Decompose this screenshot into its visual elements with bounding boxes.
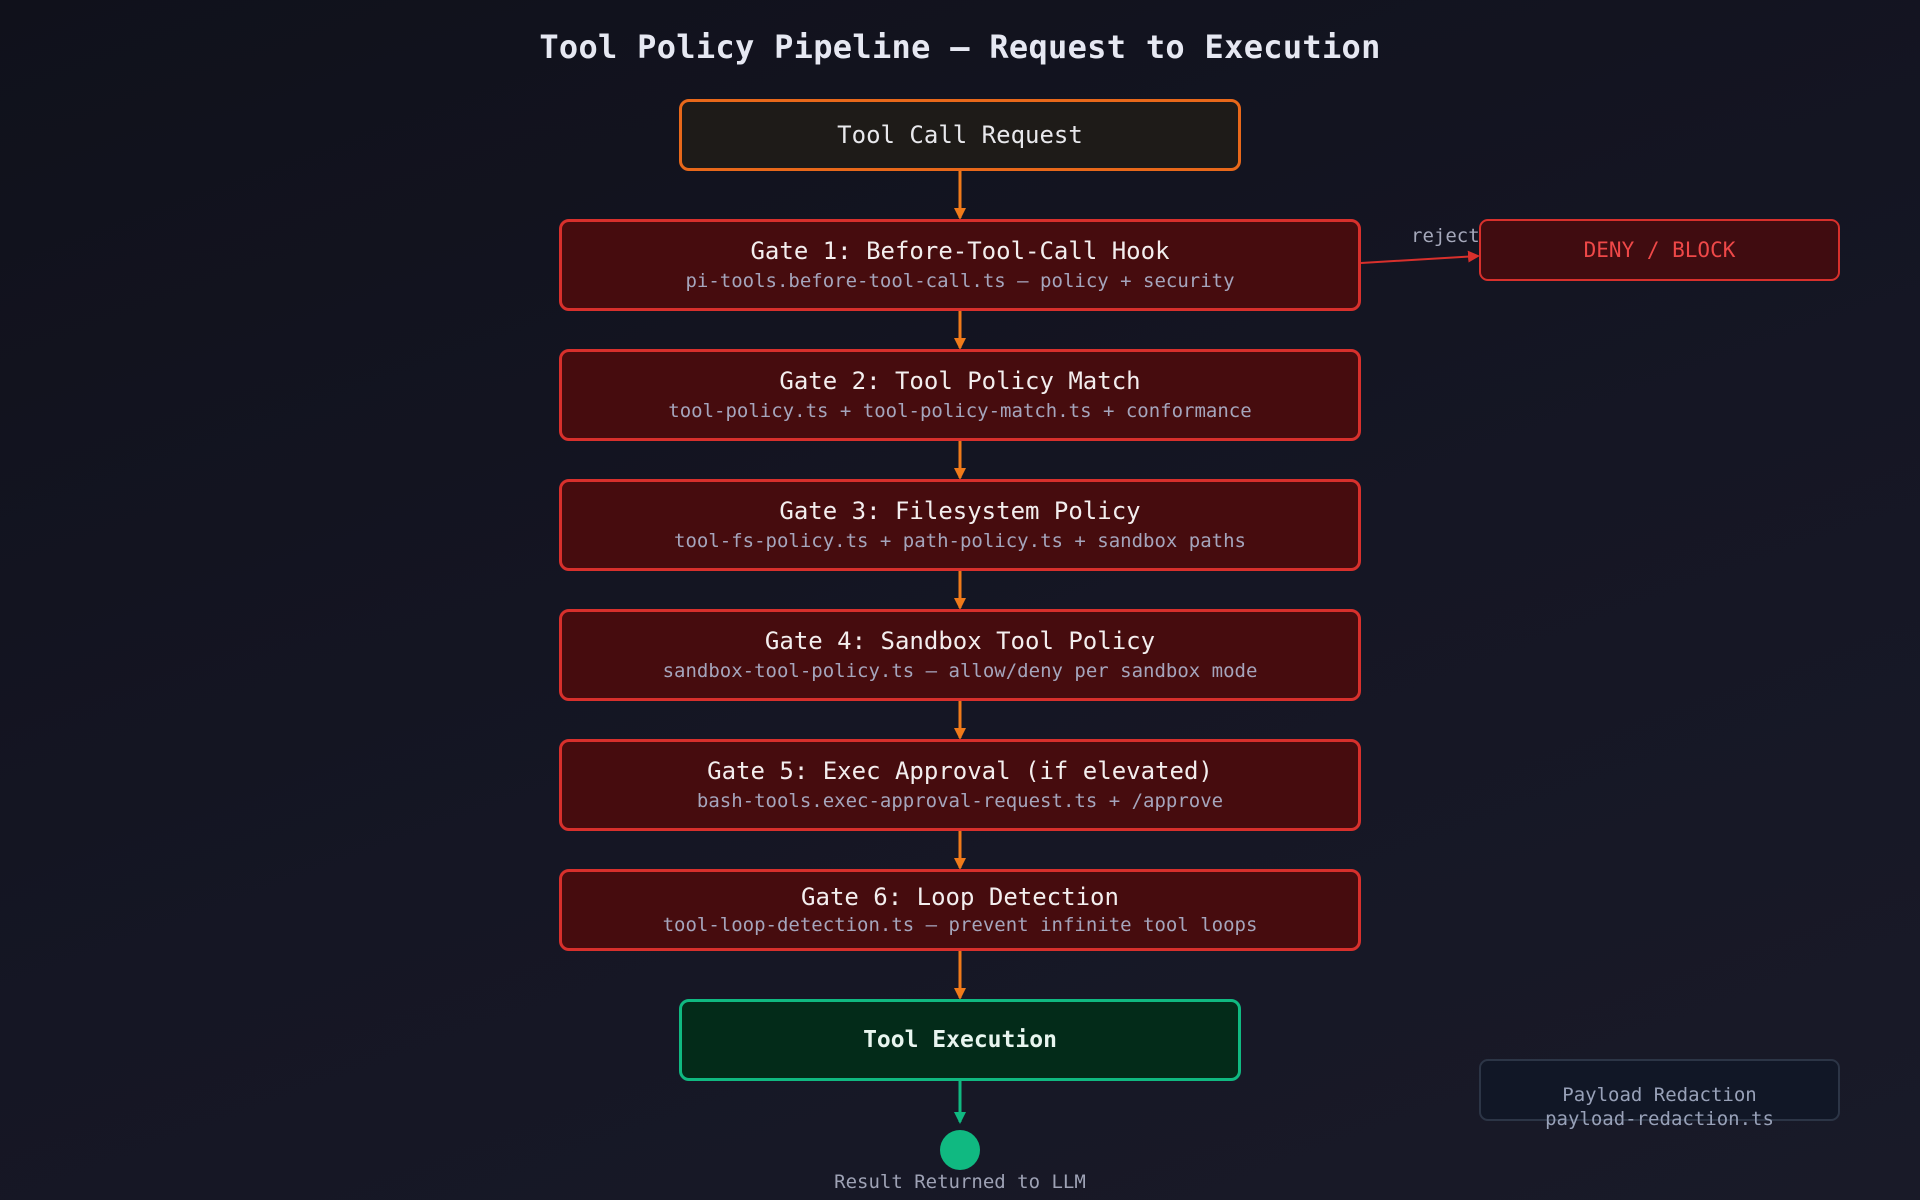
- gate-1-node: Gate 1: Before-Tool-Call Hook pi-tools.b…: [559, 219, 1361, 311]
- gate-4-node: Gate 4: Sandbox Tool Policy sandbox-tool…: [559, 609, 1361, 701]
- gate-4-title: Gate 4: Sandbox Tool Policy: [764, 627, 1156, 655]
- gate-6-title: Gate 6: Loop Detection: [801, 883, 1119, 911]
- payload-redaction-title: Payload Redaction: [1562, 1084, 1757, 1106]
- gate-2-subtitle: tool-policy.ts + tool-policy-match.ts + …: [668, 400, 1252, 422]
- gate-6-subtitle: tool-loop-detection.ts — prevent infinit…: [662, 914, 1258, 936]
- gate-2-node: Gate 2: Tool Policy Match tool-policy.ts…: [559, 349, 1361, 441]
- gate-3-title: Gate 3: Filesystem Policy: [779, 497, 1141, 525]
- gate-6-node: Gate 6: Loop Detection tool-loop-detecti…: [559, 869, 1361, 951]
- tool-execution-node: Tool Execution: [679, 999, 1241, 1081]
- gate-5-title: Gate 5: Exec Approval (if elevated): [707, 757, 1213, 785]
- payload-redaction-file: payload-redaction.ts: [1545, 1108, 1774, 1130]
- payload-redaction-node: Payload Redaction payload-redaction.ts: [1479, 1059, 1840, 1130]
- tool-execution-label: Tool Execution: [863, 1027, 1057, 1053]
- gate-1-subtitle: pi-tools.before-tool-call.ts — policy + …: [685, 270, 1235, 292]
- deny-block-node: DENY / BLOCK: [1479, 219, 1840, 281]
- tool-call-request-label: Tool Call Request: [837, 121, 1083, 149]
- gate-4-subtitle: sandbox-tool-policy.ts — allow/deny per …: [662, 660, 1258, 682]
- reject-label: reject: [1411, 225, 1480, 247]
- arrow-gate1-deny: [1360, 250, 1480, 264]
- gate-5-subtitle: bash-tools.exec-approval-request.ts + /a…: [696, 790, 1224, 812]
- result-label: Result Returned to LLM: [834, 1171, 1086, 1193]
- gate-5-node: Gate 5: Exec Approval (if elevated) bash…: [559, 739, 1361, 831]
- gate-2-title: Gate 2: Tool Policy Match: [779, 367, 1141, 395]
- deny-block-label: DENY / BLOCK: [1583, 238, 1736, 262]
- result-end-dot: [940, 1130, 980, 1170]
- gate-3-node: Gate 3: Filesystem Policy tool-fs-policy…: [559, 479, 1361, 571]
- gate-3-subtitle: tool-fs-policy.ts + path-policy.ts + san…: [674, 530, 1246, 552]
- diagram-title: Tool Policy Pipeline — Request to Execut…: [539, 28, 1381, 66]
- gate-1-title: Gate 1: Before-Tool-Call Hook: [750, 237, 1170, 265]
- tool-call-request-node: Tool Call Request: [679, 99, 1241, 171]
